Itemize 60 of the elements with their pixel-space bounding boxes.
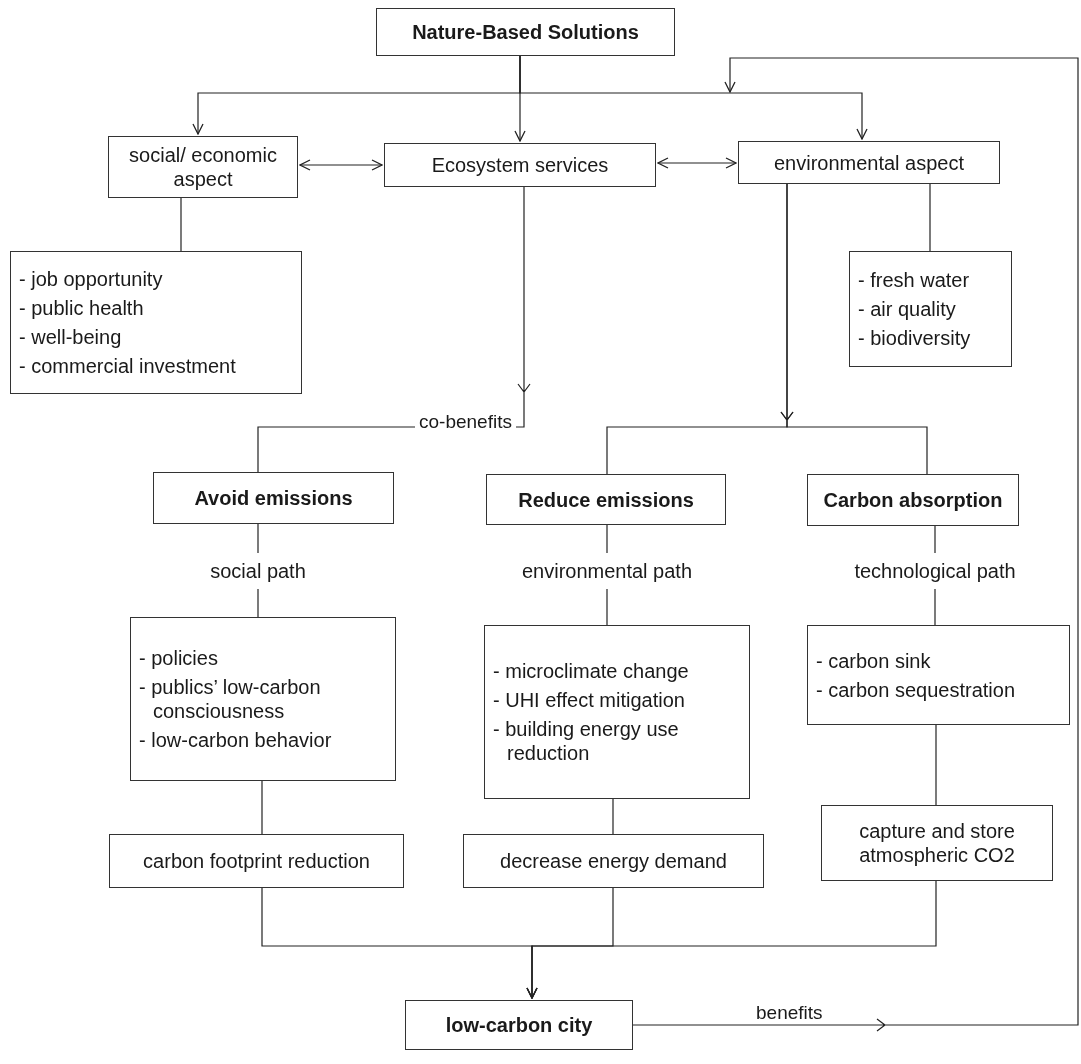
box-text: low-carbon city: [445, 1013, 593, 1037]
list-item: - biodiversity: [858, 326, 972, 350]
connector-line: [934, 588, 936, 626]
list-item: - microclimate change: [493, 659, 689, 683]
connector-line: [257, 523, 259, 554]
list-item: - fresh water: [858, 268, 970, 292]
text-box: [153, 472, 394, 524]
box-text: decrease energy demand: [500, 849, 727, 873]
list-box: [807, 625, 1070, 725]
list-box: [130, 617, 396, 781]
connector-line: [180, 197, 182, 252]
list-box: [484, 625, 750, 799]
box-text: social/ economic aspect: [128, 143, 278, 191]
text-box: [738, 141, 1000, 184]
box-text: Avoid emissions: [194, 486, 353, 510]
arrow: [780, 183, 928, 475]
arrow: [299, 159, 383, 171]
connector-line: [606, 524, 608, 554]
box-text: Nature-Based Solutions: [412, 20, 639, 44]
list-item: - carbon sequestration: [816, 677, 1015, 702]
connector-line: [934, 525, 936, 554]
text-box: [486, 474, 726, 525]
list-item: - commercial investment: [19, 354, 236, 378]
text-box: [405, 1000, 633, 1050]
connector-line: [606, 588, 608, 626]
list-box: [849, 251, 1012, 367]
list-item: - job opportunity: [19, 267, 163, 291]
text-box: [109, 834, 404, 888]
text-box: [376, 8, 675, 56]
arrow: [526, 880, 937, 999]
text-box: [108, 136, 298, 198]
list-item: - well-being: [19, 325, 122, 349]
connector-line: [257, 588, 259, 618]
text-box: [463, 834, 764, 888]
arrow: [657, 157, 737, 169]
box-text: Carbon absorption: [823, 488, 1003, 512]
connector-line: [612, 798, 614, 835]
edge-label: co-benefits: [415, 412, 516, 431]
list-item: - air quality: [858, 297, 956, 321]
connector-line: [261, 780, 263, 835]
connector-line: [935, 724, 937, 806]
box-text: capture and store atmospheric CO2: [858, 819, 1016, 867]
box-text: carbon footprint reduction: [143, 849, 370, 873]
text-box: [807, 474, 1019, 526]
list-item: - policies: [139, 646, 219, 670]
arrow: [632, 57, 1079, 1032]
text-box: [821, 805, 1053, 881]
list-item: - publics’ low-carbon consciousness: [139, 675, 322, 723]
box-text: Ecosystem services: [431, 153, 609, 177]
list-item: - UHI effect mitigation: [493, 688, 685, 712]
list-item: - carbon sink: [816, 648, 931, 673]
box-text: Reduce emissions: [518, 487, 694, 512]
arrow: [519, 55, 868, 140]
text-box: [384, 143, 656, 187]
box-text: environmental aspect: [773, 150, 965, 175]
list-item: - building energy use reduction: [493, 717, 680, 765]
connector-line: [929, 183, 931, 252]
list-box: [10, 251, 302, 394]
list-item: - low-carbon behavior: [139, 728, 332, 752]
list-item: - public health: [19, 296, 144, 320]
